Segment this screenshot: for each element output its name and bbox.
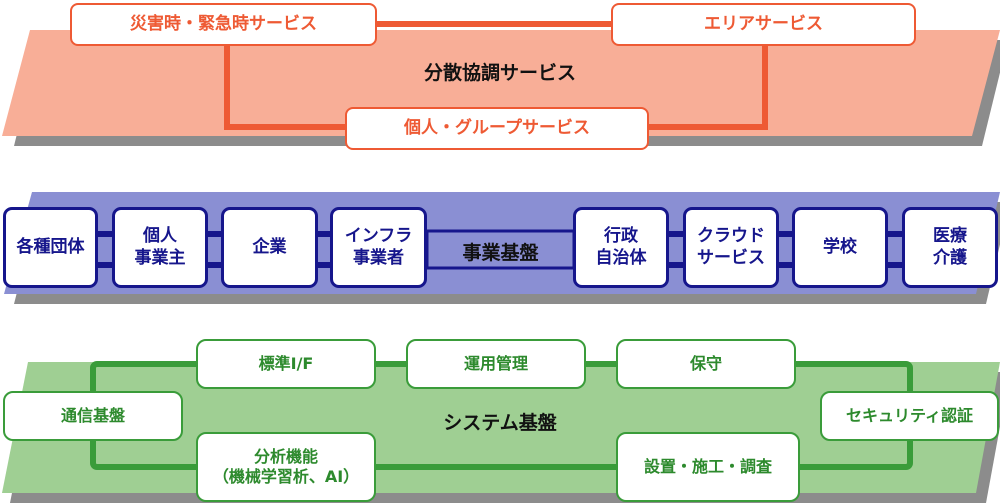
bottom-item-security-auth: セキュリティ認証 [820, 391, 999, 441]
bottom-item-maintenance: 保守 [616, 339, 796, 389]
bottom-item-standard-if: 標準I/F [196, 339, 376, 389]
middle-item-organizations: 各種団体 [3, 207, 98, 288]
top-item-disaster-emergency: 災害時・緊急時サービス [70, 3, 377, 46]
bottom-item-operations: 運用管理 [406, 339, 586, 389]
bottom-item-installation-survey: 設置・施工・調査 [616, 432, 800, 502]
bottom-layer-title: システム基盤 [443, 412, 557, 434]
top-item-personal-group: 個人・グループサービス [345, 107, 649, 150]
middle-item-sole-proprietor: 個人 事業主 [112, 207, 208, 288]
middle-item-cloud: クラウド サービス [683, 207, 779, 288]
top-layer-band [2, 30, 1000, 136]
middle-item-medical-care: 医療 介護 [902, 207, 998, 288]
top-layer-title: 分散協調サービス [423, 62, 576, 84]
middle-item-school: 学校 [792, 207, 888, 288]
top-layer-frame [224, 21, 768, 130]
bottom-item-analytics-ai: 分析機能 （機械学習析、AI） [196, 432, 376, 502]
bottom-item-communication: 通信基盤 [3, 391, 183, 441]
middle-item-government: 行政 自治体 [573, 207, 669, 288]
middle-item-enterprise: 企業 [221, 207, 318, 288]
middle-layer-title: 事業基盤 [462, 242, 539, 264]
top-item-area: エリアサービス [611, 3, 916, 46]
middle-item-infrastructure: インフラ 事業者 [330, 207, 427, 288]
